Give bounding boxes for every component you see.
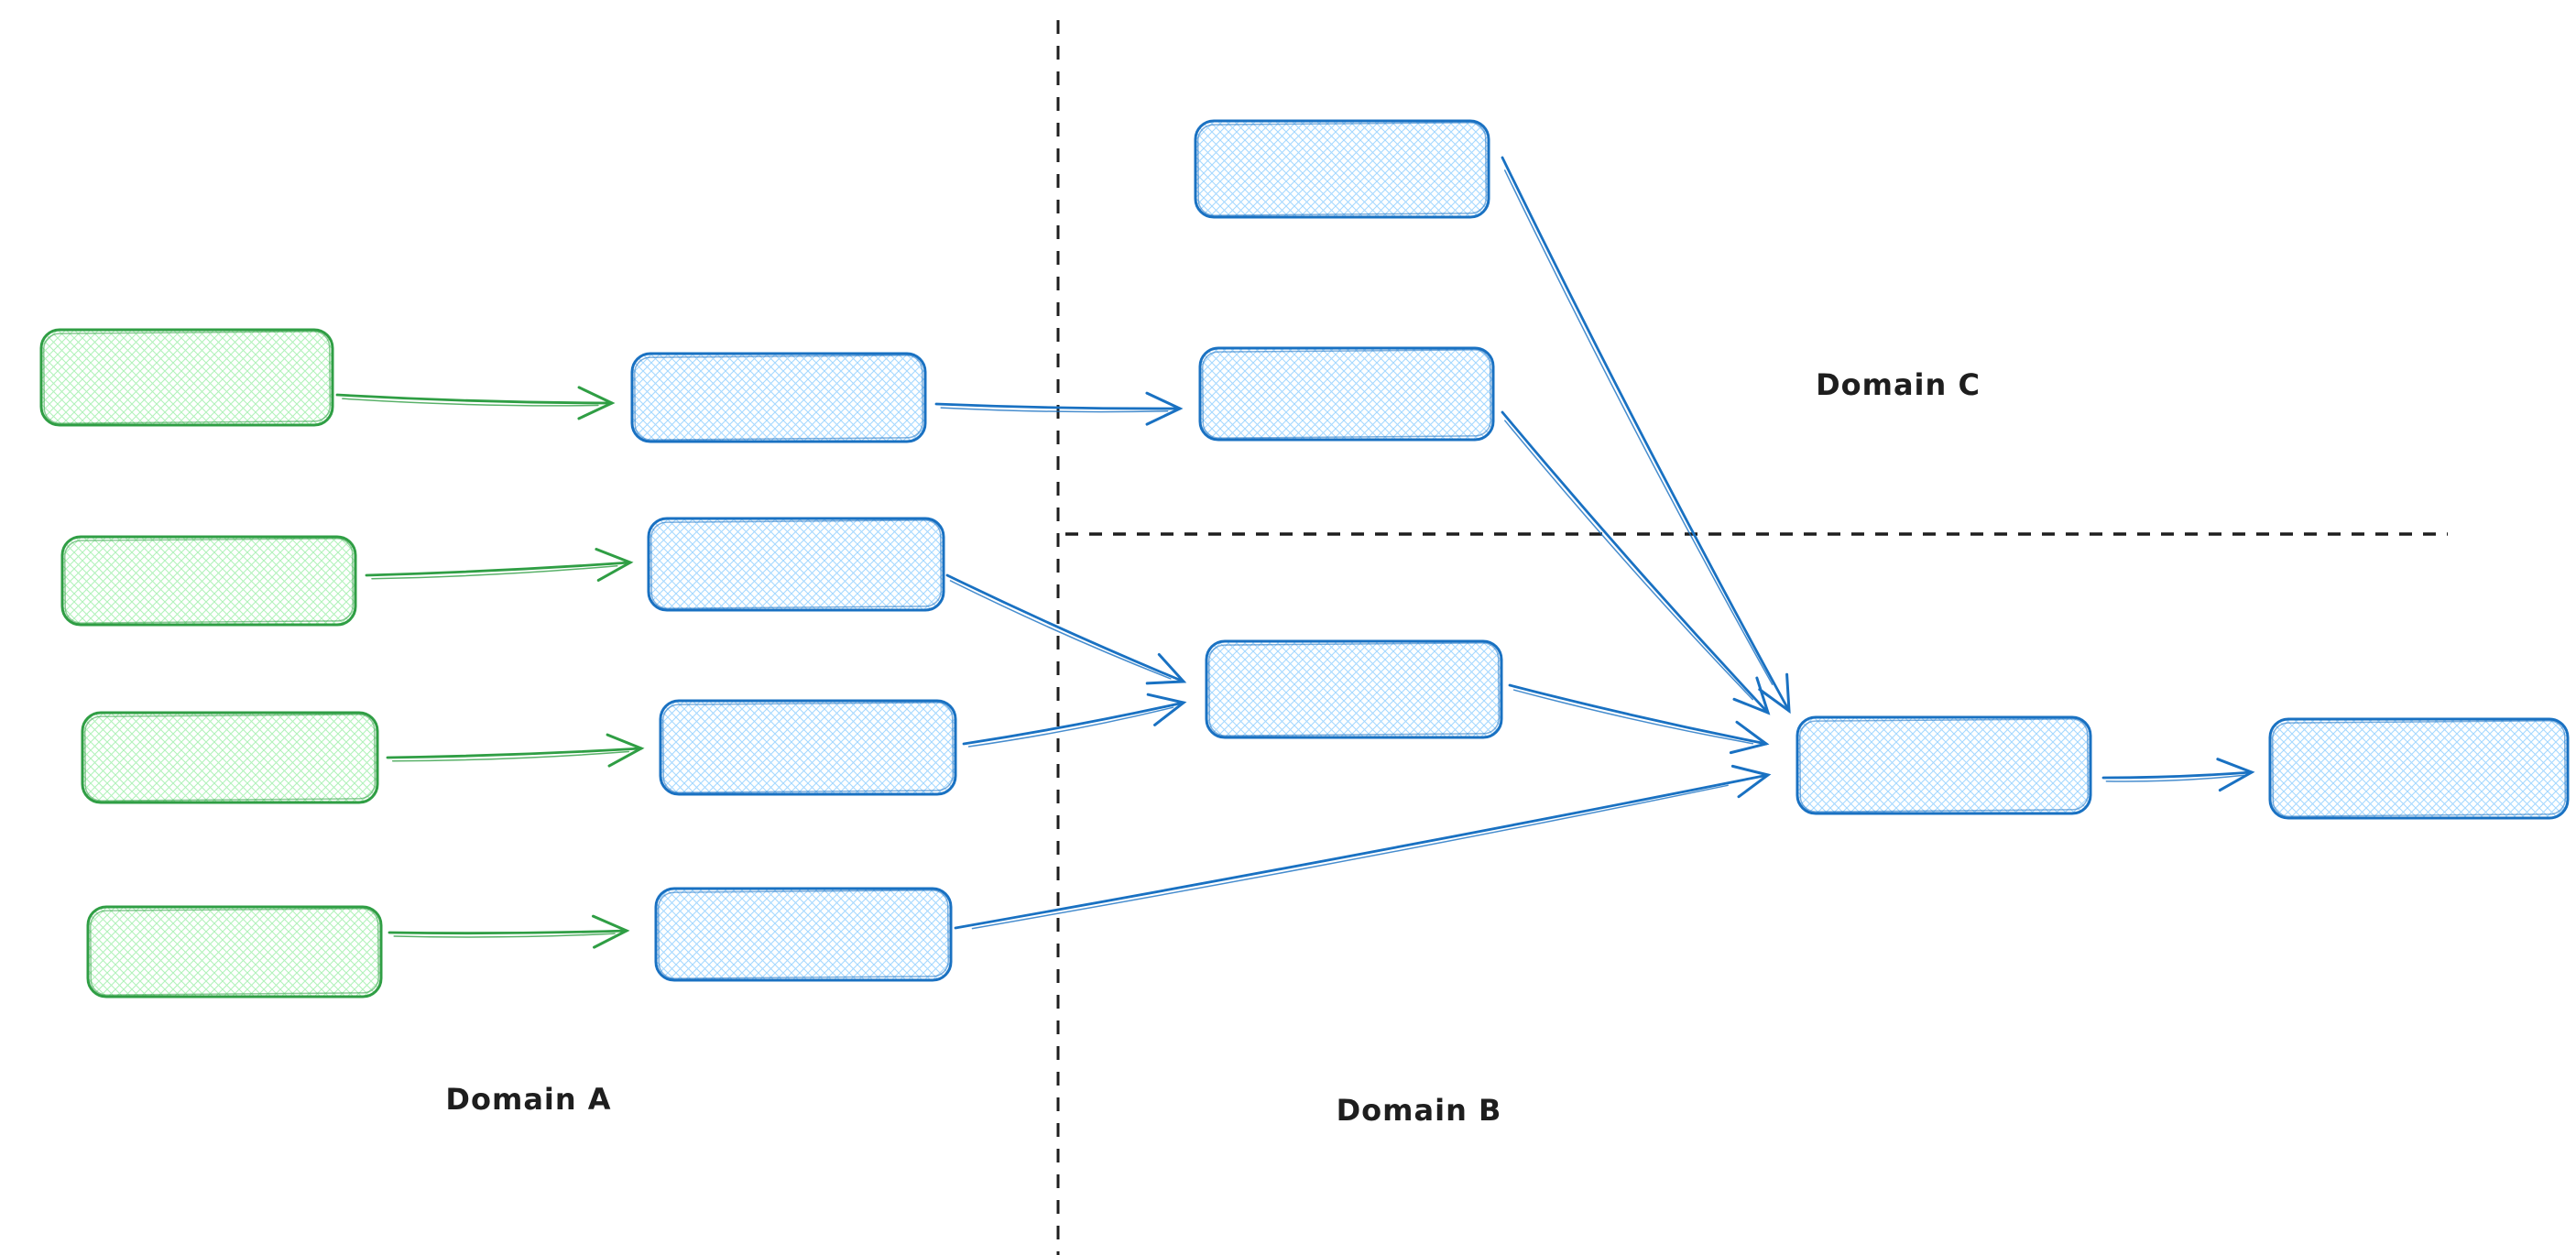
node-a-source-3 (81, 711, 379, 804)
edge-c-lower-to-b-hub (1501, 410, 1771, 715)
node-a-stage-1 (630, 352, 927, 443)
edge-a-source-4-to-a-stage-4 (387, 914, 630, 949)
node-a-stage-4 (654, 887, 953, 982)
node-c-top (1194, 119, 1490, 219)
domain-b-label: Domain B (1336, 1093, 1502, 1128)
edge-a-stage-1-to-c-lower (934, 391, 1184, 426)
node-a-stage-3 (659, 699, 957, 796)
node-c-lower (1198, 346, 1495, 442)
domain-c-label: Domain C (1816, 367, 1981, 402)
node-b-hub (1796, 715, 2092, 815)
node-a-stage-2 (647, 517, 945, 612)
node-a-source-1 (39, 328, 334, 427)
node-b-end (2268, 717, 2570, 820)
edge-a-source-2-to-a-stage-2 (365, 548, 634, 582)
edge-a-source-3-to-a-stage-3 (386, 733, 645, 768)
edge-a-source-1-to-a-stage-1 (335, 386, 616, 420)
edge-a-stage-3-to-b-mid (962, 693, 1187, 748)
edge-a-stage-4-to-b-hub (954, 764, 1772, 930)
domain-a-label: Domain A (445, 1082, 612, 1117)
node-layer (39, 119, 2570, 999)
edge-a-stage-2-to-b-mid (945, 573, 1187, 685)
edge-b-mid-to-b-hub (1508, 683, 1770, 755)
edge-c-top-to-b-hub (1501, 156, 1791, 715)
node-a-source-2 (60, 535, 357, 627)
node-a-source-4 (86, 905, 383, 999)
node-b-mid (1205, 639, 1503, 739)
edge-b-hub-to-b-end (2101, 758, 2255, 792)
edge-layer (335, 156, 2255, 949)
divider-layer (1056, 20, 2448, 1255)
